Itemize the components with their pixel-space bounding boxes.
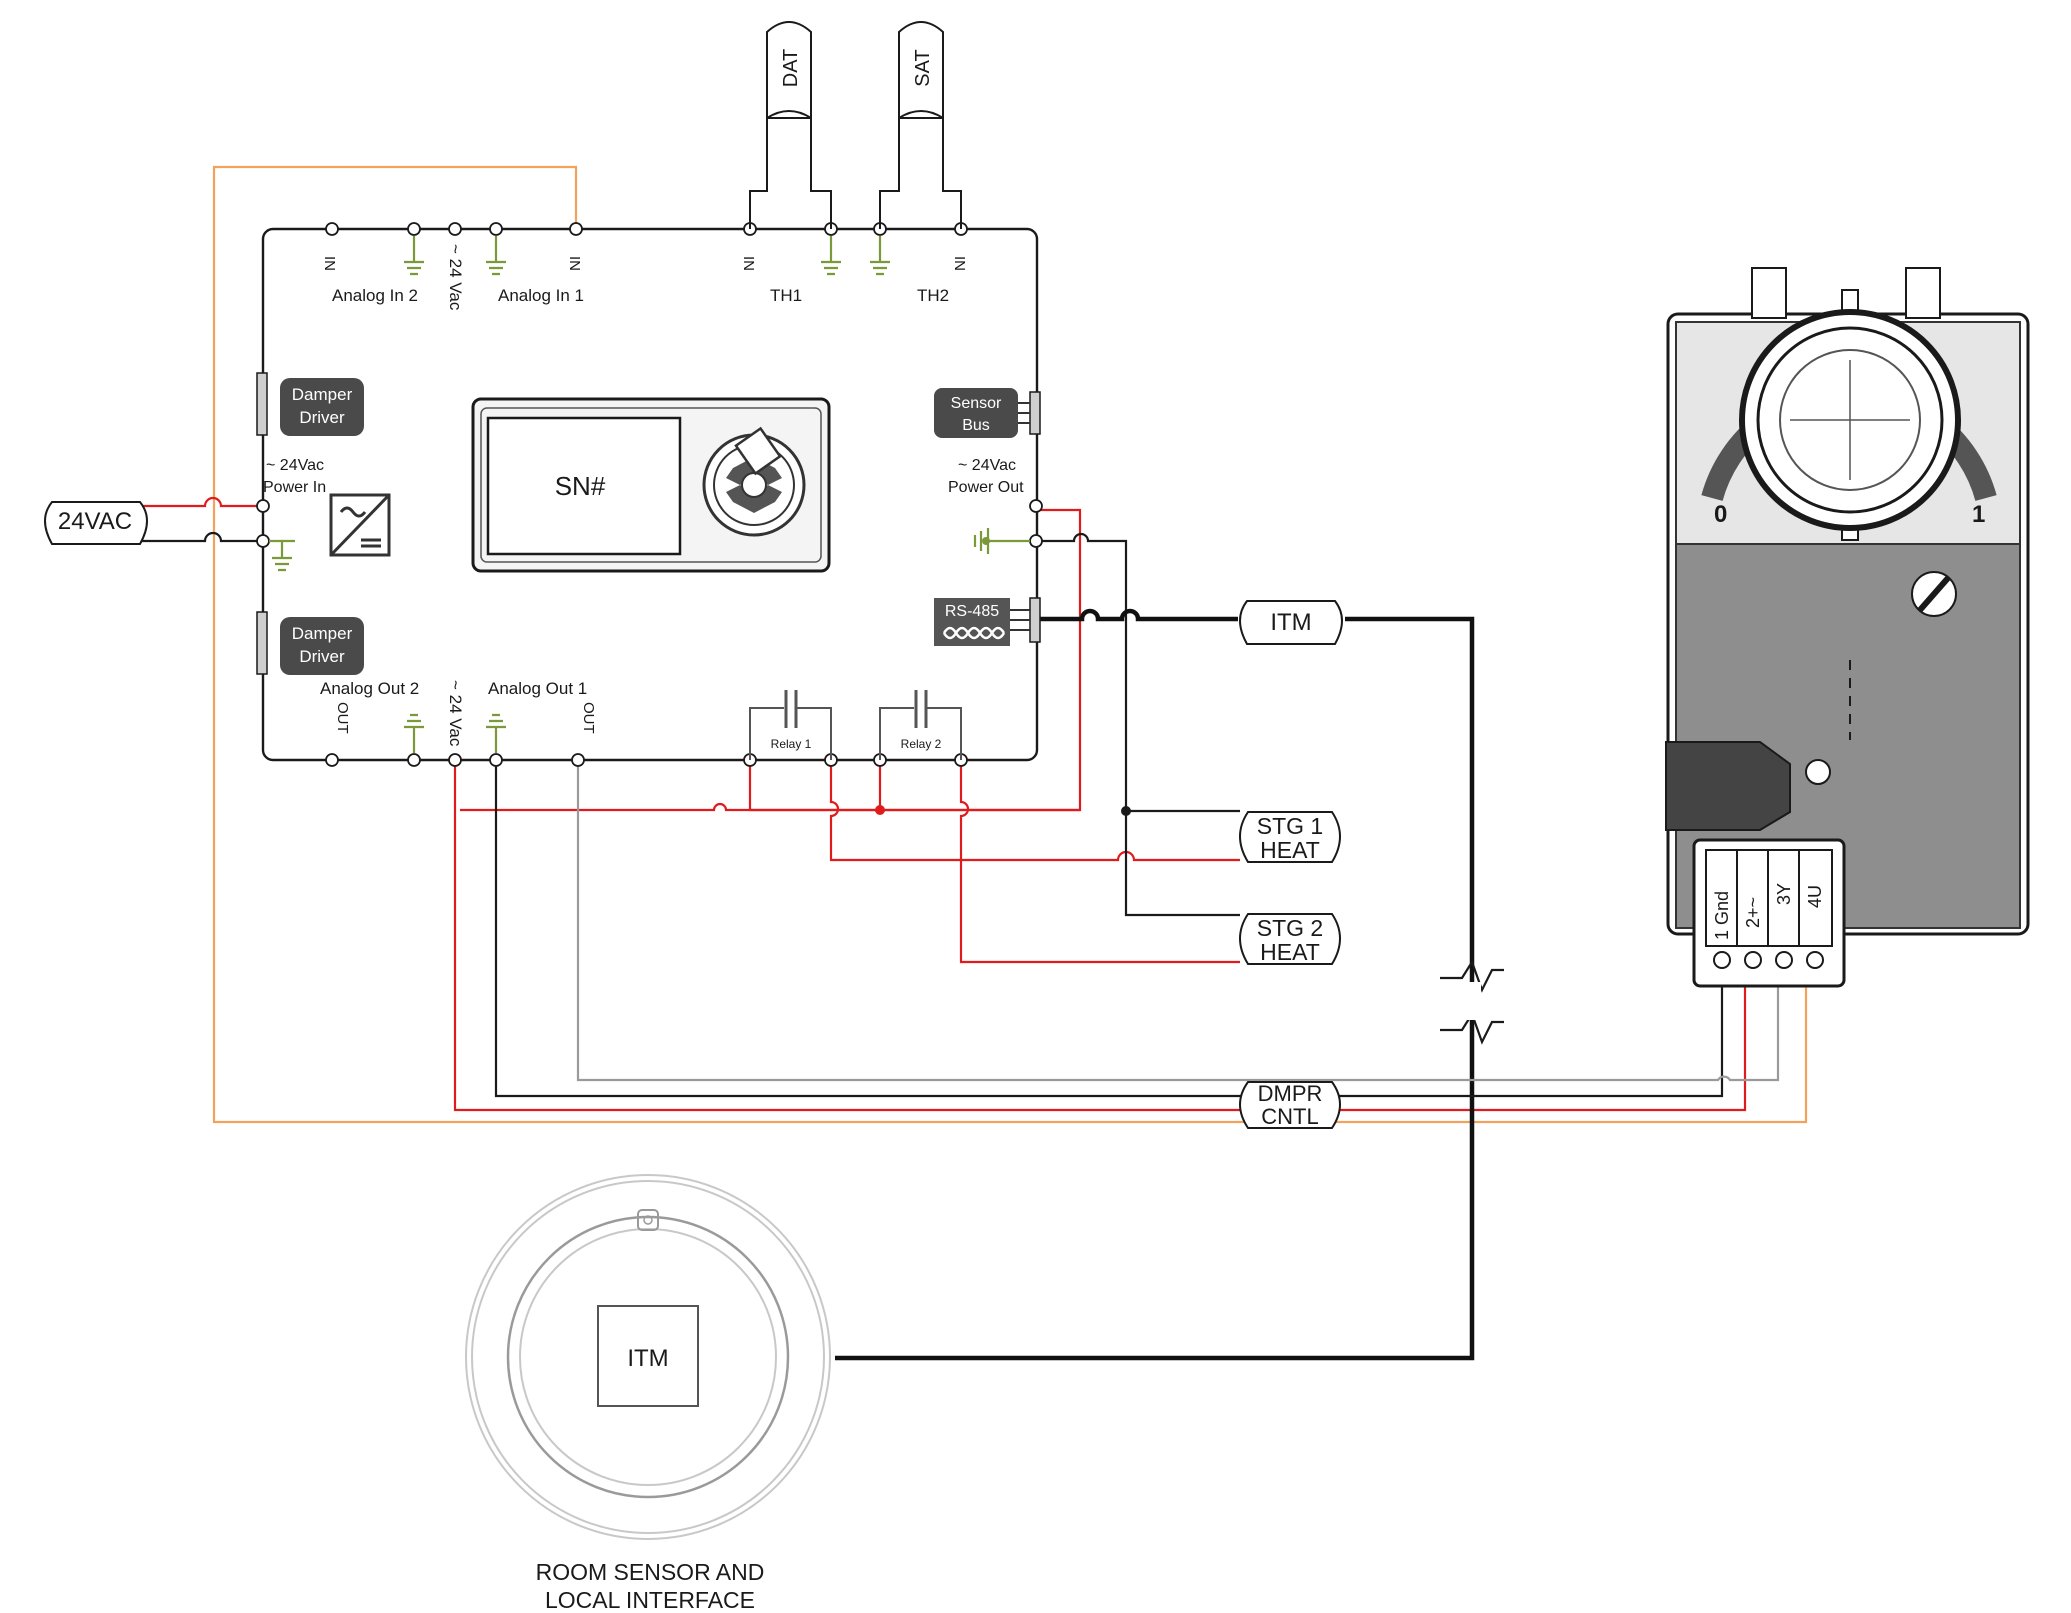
dmpr-line2: CNTL bbox=[1261, 1104, 1318, 1129]
rs485-wire bbox=[1036, 608, 1238, 622]
power-in-line1: ~ 24Vac bbox=[266, 457, 324, 474]
power-connector-label: 24VAC bbox=[58, 508, 132, 535]
label-analog-in-1: Analog In 1 bbox=[498, 286, 584, 305]
power-in-common-wire bbox=[142, 531, 263, 543]
power-out-line1: ~ 24Vac bbox=[958, 457, 1016, 474]
power-out-common-wire bbox=[1036, 532, 1240, 917]
room-sensor-screen-label: ITM bbox=[627, 1345, 668, 1372]
damper-actuator: 0 1 1 Gnd 2+~ 3Y 4U bbox=[1665, 267, 2030, 988]
actuator-scale-left: 0 bbox=[1714, 501, 1727, 528]
label-in-3: IN bbox=[740, 256, 757, 271]
relay-1: Relay 1 bbox=[749, 690, 832, 760]
damper-driver-top-line2: Driver bbox=[299, 408, 345, 427]
actuator-term-2: 2+~ bbox=[1743, 897, 1763, 928]
actuator-term-3: 3Y bbox=[1774, 883, 1794, 905]
room-sensor: ITM ROOM SENSOR AND LOCAL INTERFACE bbox=[465, 1174, 831, 1613]
relay-junction-dot bbox=[875, 805, 885, 815]
label-analog-in-2: Analog In 2 bbox=[332, 286, 418, 305]
sensor-bus-line1: Sensor bbox=[951, 395, 1002, 412]
cable-break bbox=[1440, 959, 1504, 1045]
power-in-line2: Power In bbox=[263, 479, 326, 496]
rs485-port: RS-485 bbox=[934, 597, 1041, 646]
dmpr-connector: DMPR CNTL bbox=[1239, 1081, 1341, 1129]
damper-driver-bottom-line1: Damper bbox=[292, 624, 353, 643]
display-panel: SN# bbox=[471, 397, 831, 573]
stg2-line1: STG 2 bbox=[1257, 915, 1323, 941]
transformer-icon bbox=[329, 493, 391, 557]
sat-label: SAT bbox=[912, 49, 934, 86]
sensor-bus: Sensor Bus bbox=[934, 388, 1041, 438]
relay-2-label: Relay 2 bbox=[901, 737, 942, 751]
itm-connector-label: ITM bbox=[1270, 609, 1311, 636]
power-in-hot-wire bbox=[142, 496, 263, 508]
damper-driver-bottom: Damper Driver bbox=[256, 611, 364, 675]
label-vac-bottom: ~ 24 Vac bbox=[446, 680, 465, 747]
display-sn: SN# bbox=[555, 471, 606, 501]
damper-driver-top-line1: Damper bbox=[292, 385, 353, 404]
analog-out-1-wire bbox=[494, 760, 1724, 1098]
actuator-term-1: 1 Gnd bbox=[1712, 891, 1732, 940]
relay1-wire bbox=[748, 760, 1240, 862]
label-vac-top: ~ 24 Vac bbox=[446, 244, 465, 311]
itm-connector: ITM bbox=[1239, 600, 1343, 645]
sat-sensor: SAT bbox=[879, 21, 962, 229]
label-in-1: IN bbox=[321, 256, 338, 271]
label-th1: TH1 bbox=[770, 286, 802, 305]
label-in-4: IN bbox=[951, 256, 968, 271]
out-signal-wire bbox=[576, 760, 1780, 1082]
actuator-term-4: 4U bbox=[1805, 885, 1825, 908]
rs485-label: RS-485 bbox=[945, 603, 999, 620]
stg2-connector: STG 2 HEAT bbox=[1239, 913, 1341, 965]
room-sensor-caption-line2: LOCAL INTERFACE bbox=[545, 1587, 755, 1613]
power-connector: 24VAC bbox=[44, 501, 148, 545]
room-sensor-caption-line1: ROOM SENSOR AND bbox=[536, 1559, 765, 1585]
navigation-pad-icon bbox=[702, 426, 806, 537]
relay-1-label: Relay 1 bbox=[771, 737, 812, 751]
damper-driver-bottom-line2: Driver bbox=[299, 647, 345, 666]
damper-driver-top: Damper Driver bbox=[256, 372, 364, 436]
label-in-2: IN bbox=[566, 256, 583, 271]
label-out-1: OUT bbox=[334, 702, 351, 734]
actuator-scale-right: 1 bbox=[1972, 501, 1985, 528]
stg1-line1: STG 1 bbox=[1257, 813, 1323, 839]
stg1-connector: STG 1 HEAT bbox=[1239, 811, 1341, 863]
top-terminals bbox=[325, 222, 968, 276]
label-analog-out-1: Analog Out 1 bbox=[488, 679, 587, 698]
dmpr-line1: DMPR bbox=[1258, 1081, 1323, 1106]
label-th2: TH2 bbox=[917, 286, 949, 305]
feedback-wire bbox=[212, 165, 1808, 1124]
controller-board: IN Analog In 2 ~ 24 Vac Analog In 1 IN I… bbox=[256, 222, 1043, 767]
stg2-line2: HEAT bbox=[1260, 939, 1320, 965]
dat-sensor: DAT bbox=[749, 21, 832, 229]
label-analog-out-2: Analog Out 2 bbox=[320, 679, 419, 698]
power-out-line2: Power Out bbox=[948, 479, 1024, 496]
label-out-2: OUT bbox=[580, 702, 597, 734]
sensor-bus-line2: Bus bbox=[962, 417, 990, 434]
stg1-line2: HEAT bbox=[1260, 837, 1320, 863]
common-junction-dot bbox=[1121, 806, 1131, 816]
dat-label: DAT bbox=[780, 49, 802, 88]
relay-2: Relay 2 bbox=[879, 690, 962, 760]
